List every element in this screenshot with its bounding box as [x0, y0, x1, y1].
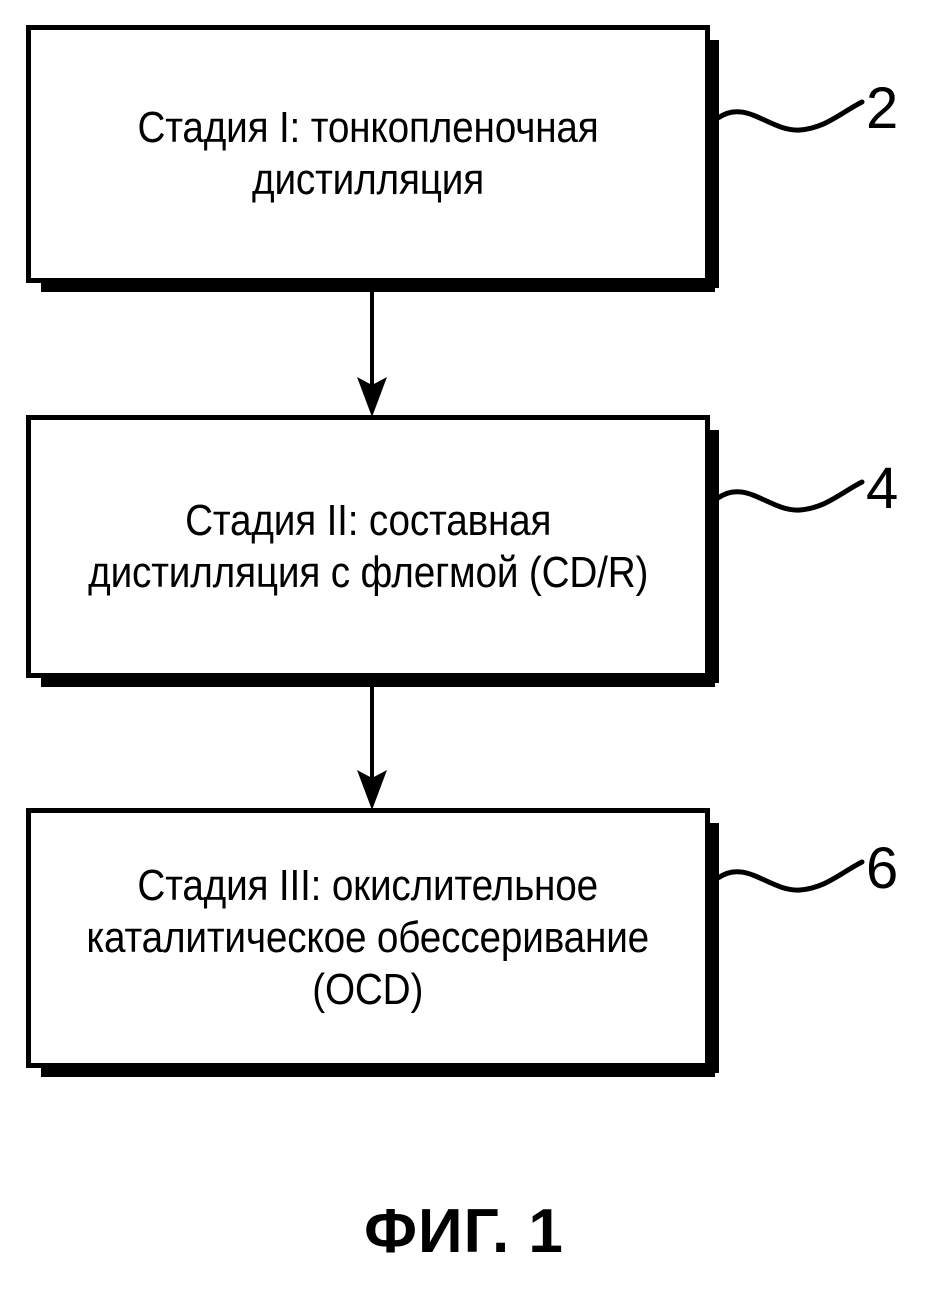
reference-numeral-4: 4	[866, 456, 899, 521]
leader-line-to-numeral-6	[715, 859, 865, 893]
reference-numeral-2: 2	[866, 76, 899, 141]
box-shadow-bottom	[41, 673, 715, 687]
process-step-box-stage-1: Стадия I: тонкопленочная дистилляция	[26, 25, 719, 292]
box-shadow-bottom	[41, 278, 715, 292]
box-shadow-bottom	[41, 1063, 715, 1077]
connector-arrow-stage1-to-stage2	[357, 283, 387, 417]
box-shadow-right	[705, 823, 719, 1073]
process-step-box-stage-3: Стадия III: окислительное каталитическое…	[26, 808, 719, 1077]
box-shadow-right	[705, 430, 719, 683]
connector-arrow-stage2-to-stage3	[357, 678, 387, 810]
box-shadow-right	[705, 40, 719, 288]
leader-line-to-numeral-4	[715, 479, 865, 513]
process-step-label-stage-2: Стадия II: составная дистилляция с флегм…	[87, 495, 649, 597]
figure-caption: ФИГ. 1	[364, 1197, 564, 1266]
process-step-label-stage-1: Стадия I: тонкопленочная дистилляция	[137, 103, 599, 204]
leader-line-to-numeral-2	[715, 99, 865, 133]
reference-numeral-6: 6	[866, 836, 899, 901]
process-step-box-stage-2: Стадия II: составная дистилляция с флегм…	[26, 415, 719, 687]
process-step-label-stage-3: Стадия III: окислительное каталитическое…	[86, 861, 650, 1014]
